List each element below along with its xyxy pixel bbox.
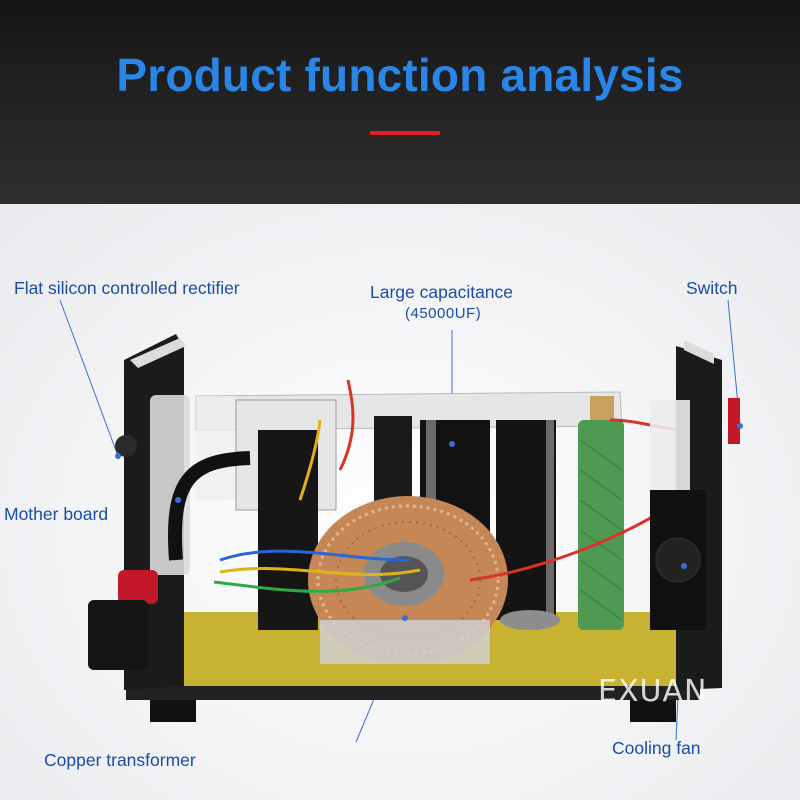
header-banner: Product function analysis [0, 0, 800, 204]
output-terminal-black [88, 600, 148, 670]
base-edge [126, 686, 700, 700]
label-mother-board: Mother board [4, 504, 109, 524]
welder-illustration [59, 299, 743, 743]
capacitor-stripe-2 [546, 420, 554, 620]
knob [115, 435, 137, 457]
terminal-block [650, 400, 690, 500]
copper-transformer [308, 496, 508, 664]
rectifier-callout-line [59, 299, 119, 457]
green-resistor [578, 420, 624, 630]
capacitor-1 [258, 430, 318, 630]
label-switch: Switch [686, 278, 738, 298]
front-panel-bracket [130, 338, 186, 368]
rear-bracket [684, 340, 714, 364]
callout-dots [115, 423, 743, 621]
fan-hub [655, 537, 701, 583]
output-terminal-red [118, 570, 158, 604]
label-capacitance: Large capacitance [370, 282, 514, 302]
rectifier-bracket [196, 396, 236, 500]
label-capacitance-value: (45000UF) [405, 305, 482, 322]
transformer-mount [320, 620, 490, 664]
label-rectifier: Flat silicon controlled rectifier [14, 278, 240, 298]
resistor-cap [590, 396, 614, 420]
page-title: Product function analysis [116, 49, 684, 101]
title-underline [370, 131, 440, 135]
main-cable [168, 451, 251, 561]
label-cooling-fan: Cooling fan [612, 738, 701, 758]
label-copper-transformer: Copper transformer [44, 750, 196, 770]
foot-right [630, 700, 676, 722]
switch-rocker [728, 398, 740, 444]
foot-left [150, 700, 196, 722]
capacitor-base [500, 610, 560, 630]
watermark-text: EXUAN [598, 674, 708, 709]
resistor-hatching [579, 439, 623, 621]
product-photo [0, 204, 800, 800]
